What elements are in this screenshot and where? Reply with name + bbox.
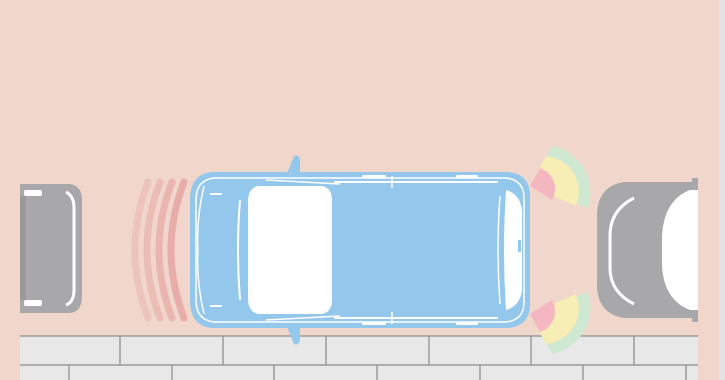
parked-car-rear	[20, 184, 82, 313]
windshield	[248, 186, 332, 314]
right-edge-strip	[719, 0, 725, 380]
parked-car-front	[597, 178, 698, 322]
curb	[20, 336, 698, 380]
host-car	[190, 156, 530, 345]
